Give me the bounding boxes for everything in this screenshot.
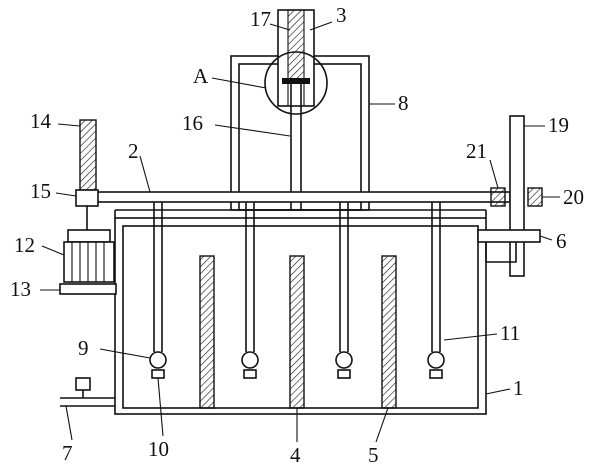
label-6: 6 [556,229,567,253]
spray-tube [241,202,259,379]
detail-circle-a [264,51,328,115]
label-1: 1 [513,376,524,400]
label-3: 3 [336,3,347,27]
brush-column [199,255,215,409]
vertical-pipe-right [509,115,525,277]
label-a: A [193,64,209,88]
label-20: 20 [563,185,584,209]
label-21: 21 [466,139,487,163]
lift-rod-assembly [264,9,328,210]
label-7: 7 [62,441,73,465]
label-9: 9 [78,336,89,360]
label-19: 19 [548,113,569,137]
label-10: 10 [148,437,169,461]
label-11: 11 [500,321,520,345]
horizontal-pipe [89,191,511,203]
label-4: 4 [290,443,301,467]
spray-tube [335,202,353,379]
brush-column [381,255,397,409]
spray-tube [427,202,445,379]
label-16: 16 [182,111,203,135]
label-13: 13 [10,277,31,301]
brush-column [289,255,305,409]
base-handle [60,377,115,407]
label-12: 12 [14,233,35,257]
leader-lines [40,21,560,443]
label-5: 5 [368,443,379,467]
label-15: 15 [30,179,51,203]
label-8: 8 [398,91,409,115]
outlet-pipe [477,229,541,263]
spray-tube [149,202,167,379]
pump-assembly [59,119,117,295]
label-14: 14 [30,109,52,133]
label-17: 17 [250,7,271,31]
spray-tubes [149,202,445,379]
label-2: 2 [128,139,139,163]
part-labels: 17 3 A 16 8 19 21 20 6 2 14 15 12 13 9 1… [10,3,584,467]
brush-columns [199,255,397,409]
